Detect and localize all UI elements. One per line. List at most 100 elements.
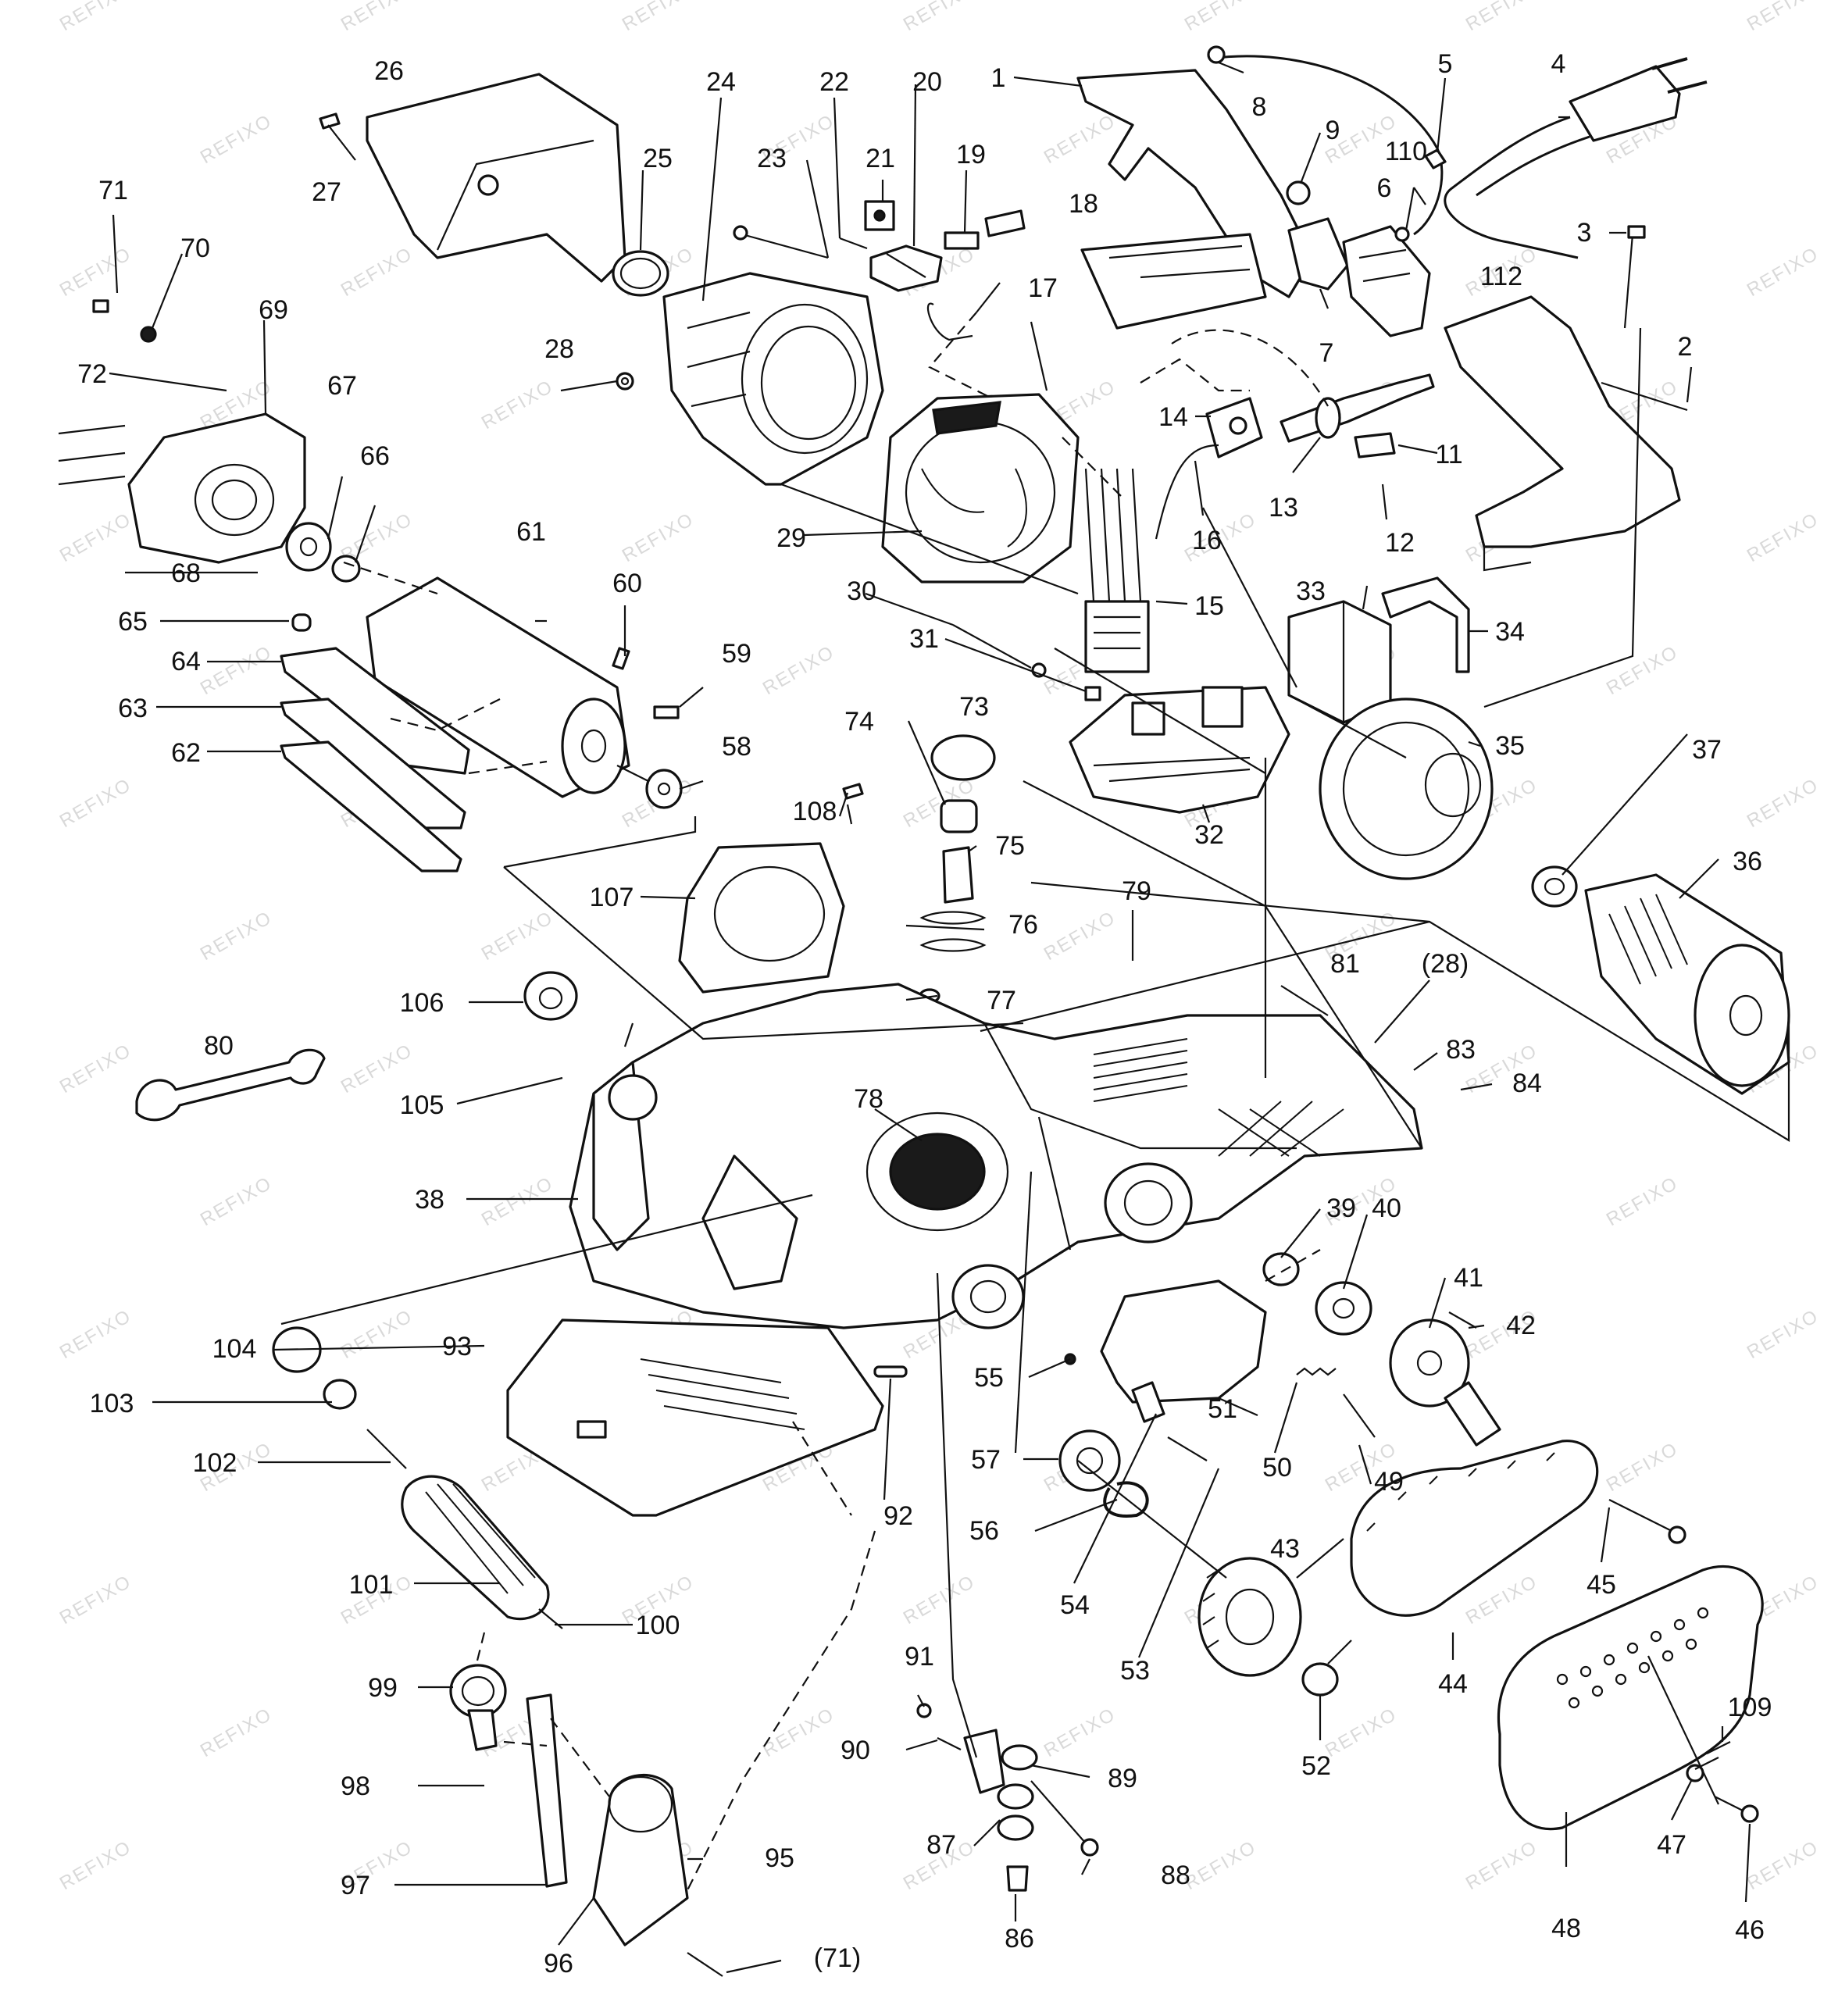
label-68: 68 <box>171 558 201 588</box>
label-41: 41 <box>1454 1263 1483 1293</box>
watermark-text: REFIXO <box>1603 641 1682 699</box>
label-84: 84 <box>1512 1069 1542 1098</box>
label-32: 32 <box>1194 820 1224 850</box>
label-71: 71 <box>98 176 128 205</box>
part-20-brush-holder <box>869 244 943 292</box>
label-108: 108 <box>793 797 837 826</box>
part-80-wrench <box>135 1048 326 1122</box>
label-86: 86 <box>1005 1924 1034 1954</box>
label-99: 99 <box>368 1673 398 1703</box>
label-74: 74 <box>844 707 874 737</box>
label-92: 92 <box>883 1501 913 1531</box>
part-26-cover <box>366 73 626 283</box>
part-101-knob <box>401 1475 550 1621</box>
watermark-text: REFIXO <box>197 641 276 699</box>
label-20: 20 <box>912 67 942 97</box>
label-33: 33 <box>1296 576 1326 606</box>
label-75: 75 <box>995 831 1025 861</box>
label-36: 36 <box>1733 847 1762 876</box>
leader-lines <box>112 61 1790 1974</box>
label-109: 109 <box>1728 1693 1772 1722</box>
part-95-fence-bracket <box>592 1774 689 1946</box>
label-55: 55 <box>974 1363 1004 1393</box>
watermark-text: REFIXO <box>759 641 838 699</box>
label-60: 60 <box>612 569 642 598</box>
watermark-text: REFIXO <box>619 508 698 566</box>
watermark-text: REFIXO <box>1040 110 1119 168</box>
label-70: 70 <box>180 234 210 263</box>
watermark-text: REFIXO <box>337 0 416 35</box>
watermark-text: REFIXO <box>478 376 557 434</box>
label-12: 12 <box>1385 528 1415 558</box>
part-7-switch <box>1287 217 1349 291</box>
label-27: 27 <box>312 177 341 207</box>
watermark-text: REFIXO <box>197 907 276 965</box>
watermark-text: REFIXO <box>56 1836 135 1894</box>
label-5: 5 <box>1438 49 1453 79</box>
label-67: 67 <box>327 371 357 401</box>
watermark-text: REFIXO <box>56 1305 135 1363</box>
label-64: 64 <box>171 647 201 676</box>
label-25: 25 <box>643 144 673 173</box>
label-65: 65 <box>118 607 148 637</box>
watermark-text: REFIXO <box>1744 1836 1822 1894</box>
label-4: 4 <box>1551 49 1566 79</box>
label-13: 13 <box>1269 493 1298 523</box>
label-69: 69 <box>259 295 288 325</box>
watermark-text: REFIXO <box>1744 243 1822 301</box>
label-83: 83 <box>1446 1035 1476 1065</box>
part-17-stator <box>881 393 1080 583</box>
part-4-plug <box>1569 65 1681 142</box>
label-45: 45 <box>1587 1570 1616 1600</box>
label-22: 22 <box>819 67 849 97</box>
watermark-text: REFIXO <box>1040 907 1119 965</box>
label-19: 19 <box>956 140 986 169</box>
label-42: 42 <box>1506 1311 1536 1340</box>
label-107: 107 <box>590 883 634 912</box>
watermark-text: REFIXO <box>1744 1305 1822 1363</box>
label-104: 104 <box>212 1334 257 1364</box>
label-9: 9 <box>1326 116 1340 145</box>
label-96: 96 <box>544 1949 573 1979</box>
label-7: 7 <box>1319 338 1334 368</box>
part-99-ring <box>449 1664 507 1718</box>
label-71-ref: (71) <box>814 1943 861 1973</box>
label-21: 21 <box>866 144 895 173</box>
part-labels: 1 2 3 4 5 6 7 8 9 11 12 13 14 15 16 17 1… <box>77 49 1772 1979</box>
label-53: 53 <box>1120 1656 1150 1686</box>
label-72: 72 <box>77 359 107 389</box>
label-51: 51 <box>1208 1394 1237 1424</box>
label-1: 1 <box>991 63 1006 93</box>
label-56: 56 <box>969 1516 999 1546</box>
watermark-text: REFIXO <box>478 907 557 965</box>
watermark-text: REFIXO <box>56 508 135 566</box>
watermark-text: REFIXO <box>900 0 979 35</box>
label-57: 57 <box>971 1445 1001 1475</box>
part-74-knob <box>940 799 978 833</box>
part-93-base-plate <box>506 1318 884 1517</box>
label-17: 17 <box>1028 273 1058 303</box>
label-8: 8 <box>1252 92 1267 122</box>
part-64-blade-clamp <box>280 647 470 775</box>
part-62-blade <box>280 740 462 872</box>
label-48: 48 <box>1551 1914 1581 1943</box>
label-30: 30 <box>847 576 876 606</box>
part-89-bracket <box>963 1729 1005 1794</box>
label-40: 40 <box>1372 1194 1401 1223</box>
part-63-blade <box>280 698 466 830</box>
part-43-pulley <box>1197 1557 1302 1677</box>
label-103: 103 <box>90 1389 134 1418</box>
label-89: 89 <box>1108 1764 1137 1793</box>
label-3: 3 <box>1577 218 1592 248</box>
label-54: 54 <box>1060 1590 1090 1620</box>
watermark-text: REFIXO <box>1462 1836 1541 1894</box>
part-41-plate <box>1389 1318 1470 1408</box>
label-63: 63 <box>118 694 148 723</box>
part-39-washer <box>1262 1252 1300 1286</box>
watermark-text: REFIXO <box>56 243 135 301</box>
label-76: 76 <box>1008 910 1038 940</box>
label-101: 101 <box>349 1570 394 1600</box>
label-24: 24 <box>706 67 736 97</box>
part-97-guide-plate <box>526 1693 568 1888</box>
label-87: 87 <box>926 1830 956 1860</box>
